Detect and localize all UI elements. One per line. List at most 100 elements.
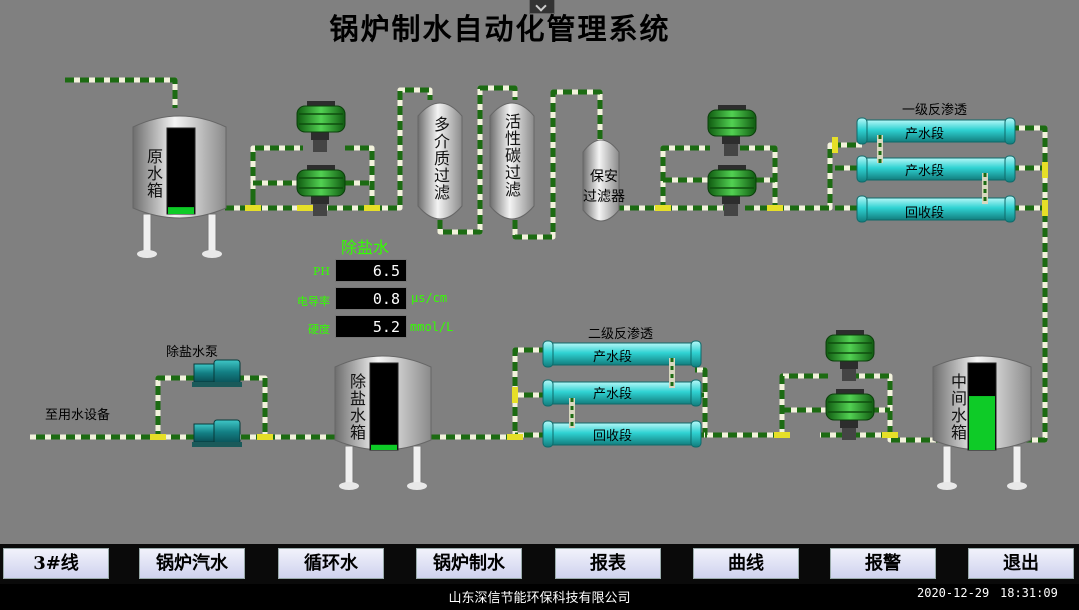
nav-curve-button[interactable]: 曲线 — [693, 548, 799, 579]
ro-pump-a2-base — [311, 194, 329, 204]
ro-pump-a1-body — [296, 105, 346, 133]
ro-pump-c2-top — [836, 389, 864, 395]
ro-pump-b2-base — [722, 194, 740, 204]
pipe-pump-to-ro2-flow — [695, 367, 828, 438]
pipe-pump-to-ro1-flow — [663, 142, 862, 211]
ro-pump-c2-neck — [842, 428, 856, 440]
pipe-carbon-to-security-flow — [512, 89, 603, 240]
desalt-pump-1-base — [192, 382, 242, 387]
valve-v-1 — [1042, 200, 1048, 216]
desalt-pump-2-head — [193, 423, 217, 443]
valve-h-2 — [297, 205, 313, 211]
security-filter-label-1: 保安 — [590, 169, 618, 185]
ro2-membrane-3-cap-right — [690, 420, 702, 448]
ro-pump-b1 — [707, 105, 757, 156]
ro1-membrane-1 — [856, 117, 1016, 145]
bottom-nav: 3#线 锅炉汽水 循环水 锅炉制水 报表 曲线 报警 退出 — [0, 544, 1079, 584]
status-date: 2020-12-29 — [917, 586, 990, 600]
ro-pump-b1-base — [722, 134, 740, 144]
ro-pump-b1-neck — [724, 144, 738, 156]
ro2-stage-1-label: 产水段 — [593, 350, 633, 365]
ro2-title: 二级反渗透 — [588, 327, 654, 342]
mid-tank-leg-left — [942, 445, 952, 487]
raw-tank-foot-left — [137, 250, 157, 258]
ro-pump-c2 — [825, 389, 875, 440]
pipe-desalt-to-pump-a-flow — [155, 375, 335, 440]
nav-report-button[interactable]: 报表 — [555, 548, 661, 579]
desalt-tank-foot-right — [407, 482, 427, 490]
ro-pump-c2-base — [840, 418, 858, 428]
ro1-stage-2-label: 产水段 — [905, 164, 945, 179]
ro1-stage-1-label: 产水段 — [905, 127, 945, 142]
ro2-stage-2-label: 产水段 — [593, 387, 633, 402]
desalt-tank-foot-left — [339, 482, 359, 490]
pipe-raw-to-filter-flow — [253, 87, 433, 211]
monitor-title: 除盐水 — [341, 238, 390, 257]
hardness-label: 硬度 — [308, 323, 330, 336]
valve-v-0 — [1042, 162, 1048, 178]
hardness-unit: mmol/L — [410, 320, 454, 334]
ph-label: PH — [313, 265, 330, 278]
mid-tank-leg-right — [1012, 445, 1022, 487]
desalt-pump-1 — [192, 359, 242, 387]
ro2-membrane-3 — [542, 420, 702, 448]
ro-pump-c1-neck — [842, 369, 856, 381]
ro2-membrane-1-cap-left — [542, 340, 554, 368]
pipe-mid-to-pump-flow — [855, 373, 945, 443]
desalt-tank-level-fill — [371, 444, 397, 450]
process-diagram — [0, 0, 1079, 544]
nav-circulating-water-button[interactable]: 循环水 — [278, 548, 384, 579]
desalt-tank-leg-left — [344, 445, 354, 487]
mid-tank-foot-right — [1007, 482, 1027, 490]
collapse-toggle-icon[interactable] — [529, 0, 555, 14]
nav-boiler-water-button[interactable]: 锅炉制水 — [416, 548, 522, 579]
ro-pump-c2-body — [825, 393, 875, 421]
nav-exit-button[interactable]: 退出 — [968, 548, 1074, 579]
valve-h-1 — [364, 205, 380, 211]
ro-pump-b2-top — [718, 165, 746, 171]
mid-tank-label: 中间水箱 — [948, 373, 967, 441]
valve-h-3 — [655, 205, 671, 211]
desalt-tank-leg-right — [412, 445, 422, 487]
nav-line3-button[interactable]: 3#线 — [3, 548, 109, 579]
ro-pump-b1-body — [707, 109, 757, 137]
ro1-stage-3-label: 回收段 — [905, 206, 945, 221]
ro1-membrane-2-cap-left — [856, 155, 868, 183]
pipe-pump-b-loop-flow — [250, 180, 375, 208]
ro2-stage-3-label: 回收段 — [593, 429, 633, 444]
conductivity-label: 电导率 — [297, 295, 330, 308]
security-filter-label-2: 过滤器 — [583, 189, 625, 205]
ro-pump-a2 — [296, 165, 346, 216]
ro-pump-c1-body — [825, 334, 875, 362]
carbon-filter-label: 活性碳过滤 — [502, 113, 521, 198]
desalt-pump-2 — [192, 419, 242, 447]
ro-pump-c1 — [825, 330, 875, 381]
nav-alarm-button[interactable]: 报警 — [830, 548, 936, 579]
ro2-membrane-3-cap-left — [542, 420, 554, 448]
desalt-pump-label: 除盐水泵 — [166, 345, 219, 360]
ro2-membrane-1 — [542, 340, 702, 368]
company-name: 山东深信节能环保科技有限公司 — [448, 591, 631, 606]
valve-h-5 — [150, 434, 166, 440]
ro-pump-a1-top — [307, 101, 335, 107]
pipe-raw-to-pump-a-flow — [225, 145, 303, 211]
raw-tank-level-fill — [168, 207, 194, 214]
valve-h-0 — [245, 205, 261, 211]
page-title: 锅炉制水自动化管理系统 — [329, 12, 671, 46]
security-filter-tank — [582, 139, 620, 222]
valve-h-6 — [257, 434, 273, 440]
nav-boiler-steam-button[interactable]: 锅炉汽水 — [139, 548, 245, 579]
pipe-ro1-to-mid-flow — [1010, 125, 1048, 443]
desalt-tank-label: 除盐水箱 — [347, 373, 366, 441]
ro-pump-b2-neck — [724, 204, 738, 216]
ro1-membrane-1-cap-left — [856, 117, 868, 145]
ro2-membrane-2 — [542, 379, 702, 407]
ro-pump-a2-neck — [313, 204, 327, 216]
ro-pump-a2-body — [296, 169, 346, 197]
ro1-membrane-2 — [856, 155, 1016, 183]
ro-pump-a1-neck — [313, 140, 327, 152]
multi-media-filter-label: 多介质过滤 — [431, 116, 450, 201]
ro-pump-a1-base — [311, 130, 329, 140]
status-bar: 山东深信节能环保科技有限公司 2020-12-29 18:31:09 — [0, 584, 1079, 610]
